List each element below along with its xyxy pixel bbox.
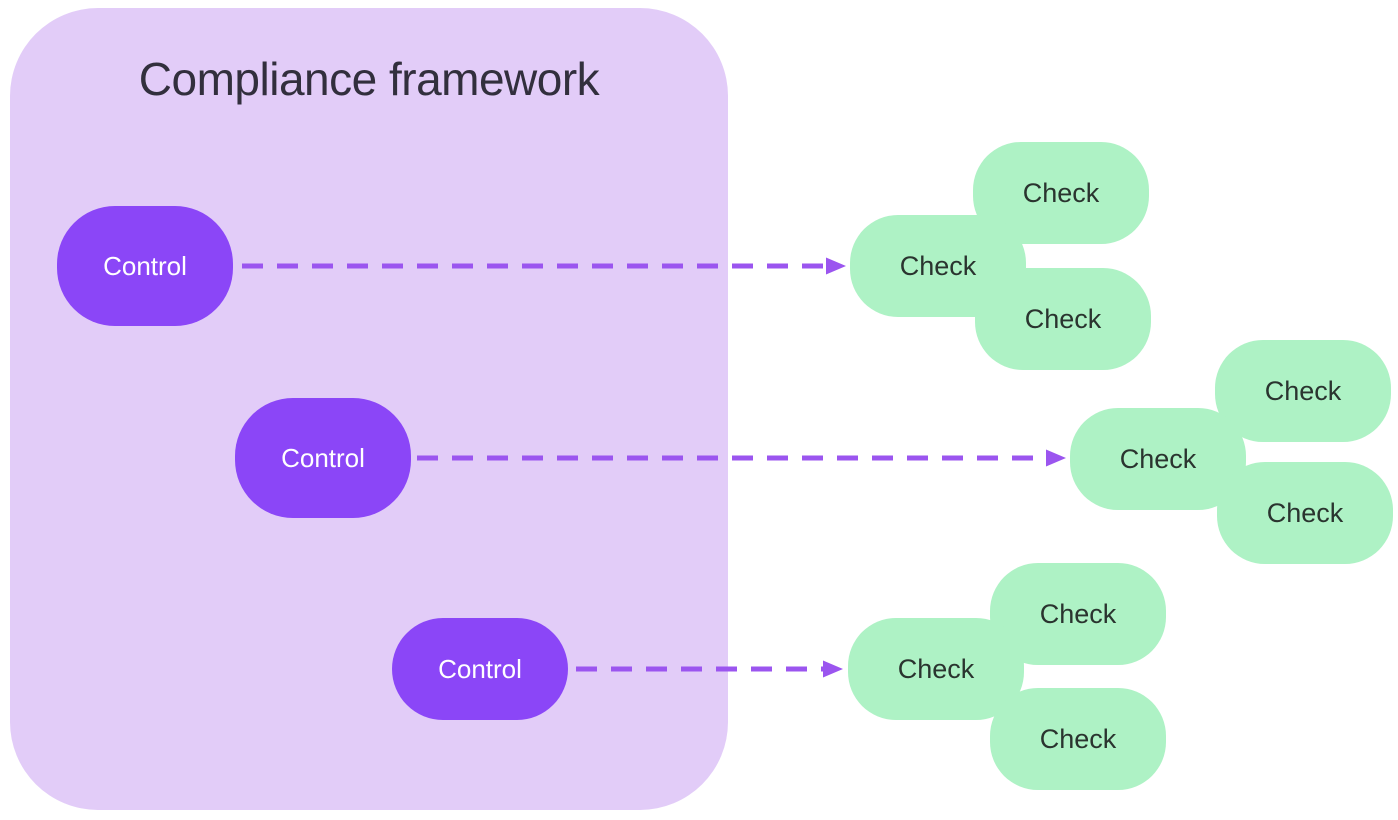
- check-label: Check: [1024, 303, 1102, 334]
- check-label: Check: [899, 250, 977, 281]
- control-pill-1: Control: [57, 206, 233, 326]
- control-label: Control: [438, 653, 522, 684]
- control-label: Control: [281, 442, 365, 473]
- check-label: Check: [897, 653, 975, 684]
- check-pill-cluster3-bottom: Check: [990, 688, 1166, 790]
- check-label: Check: [1039, 723, 1117, 754]
- check-label: Check: [1119, 443, 1197, 474]
- check-label: Check: [1022, 177, 1100, 208]
- check-pill-cluster1-main: Check: [850, 215, 1026, 317]
- control-pill-2: Control: [235, 398, 411, 518]
- check-pill-cluster2-bottom: Check: [1217, 462, 1393, 564]
- check-label: Check: [1264, 375, 1342, 406]
- check-pill-cluster3-top: Check: [990, 563, 1166, 665]
- framework-title: Compliance framework: [138, 53, 600, 105]
- check-label: Check: [1039, 598, 1117, 629]
- control-label: Control: [103, 250, 187, 281]
- check-pill-cluster1-bottom: Check: [975, 268, 1151, 370]
- control-pill-3: Control: [392, 618, 568, 720]
- check-pill-cluster3-main: Check: [848, 618, 1024, 720]
- check-label: Check: [1266, 497, 1344, 528]
- check-pill-cluster2-top: Check: [1215, 340, 1391, 442]
- check-pill-cluster2-main: Check: [1070, 408, 1246, 510]
